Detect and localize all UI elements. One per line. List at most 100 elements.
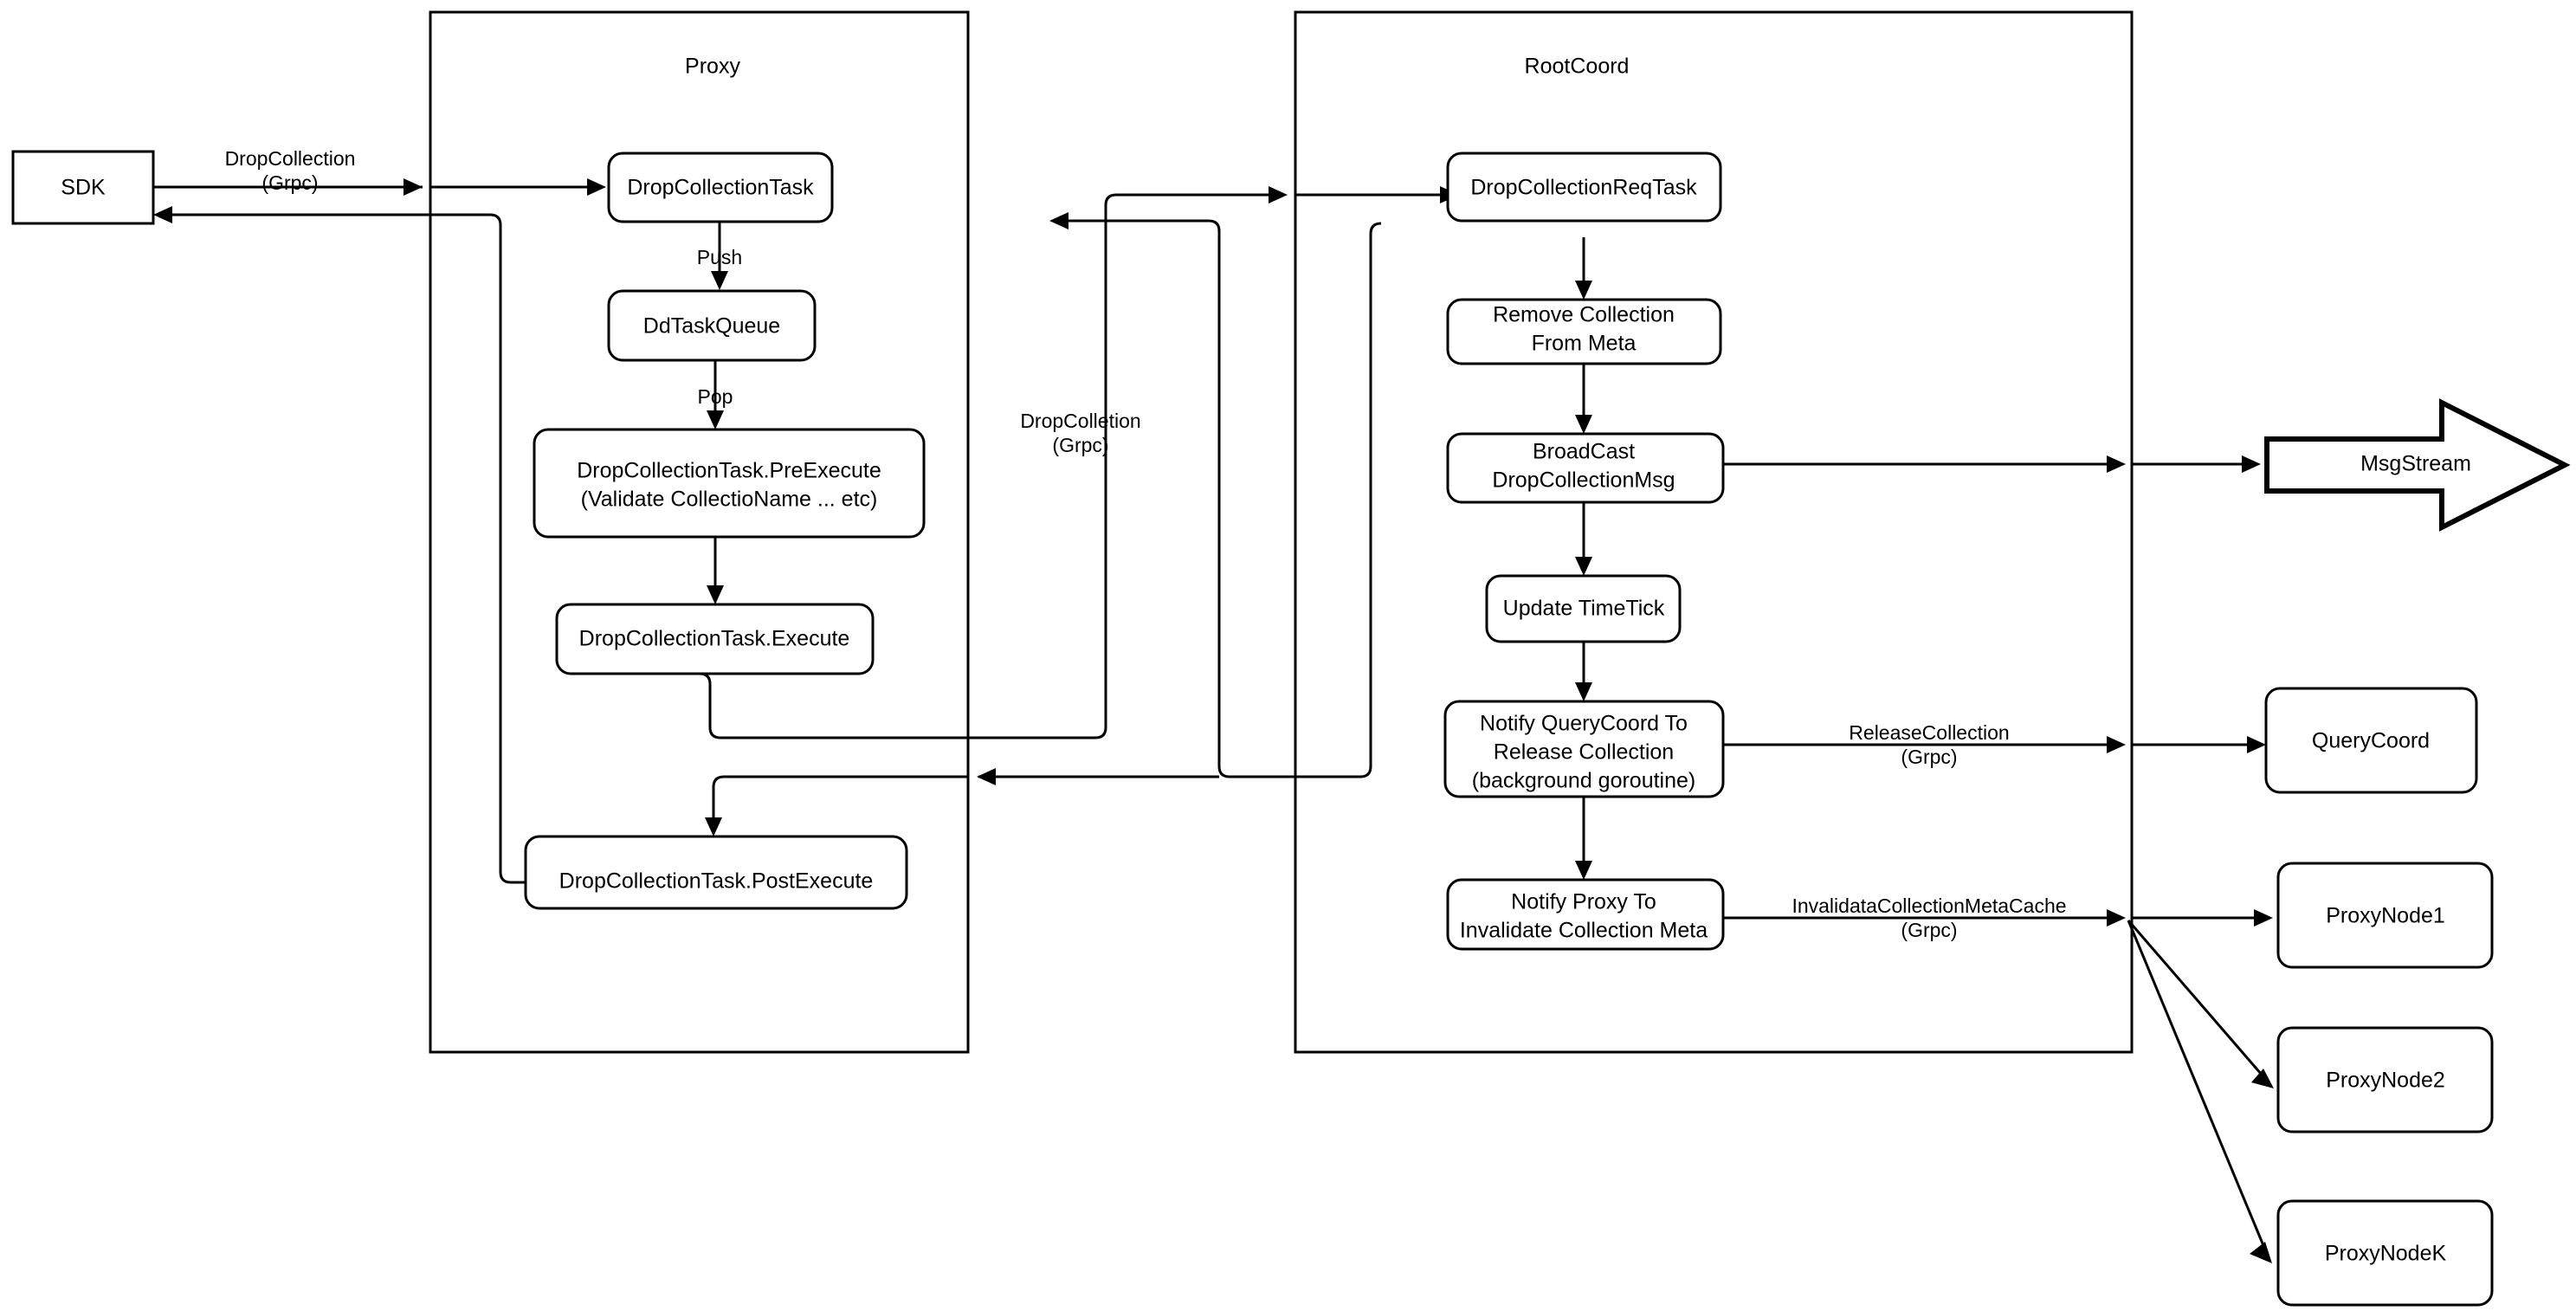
arrowhead-to-proxynode2 (2251, 1069, 2274, 1088)
notify-querycoord-box[interactable] (1443, 700, 1725, 798)
arrowhead-pop (707, 410, 724, 429)
arrowhead-to-drop-collection-task (587, 178, 606, 196)
edge-notifyquerycoord-to-notifyproxy (1575, 797, 1592, 880)
arrowhead-invalidate-to-boundary (2107, 909, 2126, 927)
edge-timetick-to-notifyquerycoord (1575, 642, 1592, 701)
broadcast-label-line2: DropCollectionMsg (1492, 468, 1675, 493)
proxynode2-label: ProxyNode2 (2326, 1069, 2445, 1093)
update-timetick-label: Update TimeTick (1503, 597, 1665, 621)
proxynodek-label: ProxyNodeK (2325, 1242, 2447, 1266)
arrowhead-sdk-to-proxy-boundary (404, 178, 423, 196)
arrowhead-to-msgstream (2242, 455, 2261, 473)
querycoord-box[interactable] (2264, 687, 2478, 794)
node-dd-task-queue[interactable]: DdTaskQueue (607, 289, 817, 362)
node-sdk[interactable]: SDK (11, 150, 155, 225)
proxynode1-box[interactable] (2276, 862, 2494, 969)
drop-collection-task-label: DropCollectionTask (627, 176, 814, 200)
querycoord-label: QueryCoord (2312, 729, 2430, 753)
proxynode1-label: ProxyNode1 (2326, 904, 2445, 928)
arrowhead-notifyquerycoord-to-notifyproxy (1575, 861, 1592, 880)
broadcast-box[interactable] (1446, 432, 1725, 504)
node-querycoord[interactable]: QueryCoord (2264, 687, 2478, 794)
edge-label-invalidatecache-line2: (Grpc) (1901, 919, 1957, 941)
edge-label-push: Push (697, 246, 742, 268)
edge-label-releasecollection-line2: (Grpc) (1901, 746, 1957, 768)
execute-box[interactable] (555, 603, 875, 675)
node-broadcast-dropcollectionmsg[interactable]: BroadCast DropCollectionMsg (1446, 432, 1725, 504)
broadcast-label-line1: BroadCast (1533, 440, 1635, 464)
edge-notifyquerycoord-to-querycoord: ReleaseCollection (Grpc) (1723, 721, 2266, 768)
arrowhead-reqtask-to-removemeta (1575, 281, 1592, 300)
node-execute[interactable]: DropCollectionTask.Execute (555, 603, 875, 675)
node-remove-collection-from-meta[interactable]: Remove Collection From Meta (1446, 298, 1722, 365)
node-notify-proxy[interactable]: Notify Proxy To Invalidate Collection Me… (1446, 878, 1725, 951)
notify-querycoord-label-line1: Notify QueryCoord To (1480, 712, 1688, 736)
edge-broadcast-to-msgstream (1723, 455, 2261, 473)
edge-label-releasecollection-line1: ReleaseCollection (1849, 721, 2009, 744)
notify-proxy-box[interactable] (1446, 878, 1725, 951)
arrowhead-push (711, 271, 728, 290)
edge-label-dropcollection-grpc-line1: DropCollection (225, 147, 356, 170)
proxynodek-box[interactable] (2276, 1199, 2494, 1307)
edge-broadcast-to-timetick (1575, 502, 1592, 576)
node-post-execute[interactable]: DropCollectionTask.PostExecute (524, 835, 908, 910)
notify-proxy-label-line1: Notify Proxy To (1511, 890, 1656, 914)
node-drop-collection-task[interactable]: DropCollectionTask (607, 152, 834, 223)
remove-meta-label-line2: From Meta (1532, 332, 1637, 356)
rootcoord-container-title: RootCoord (1525, 55, 1630, 79)
notify-querycoord-label-line2: Release Collection (1494, 740, 1674, 765)
arrowhead-to-sdk (153, 206, 172, 223)
sdk-box[interactable] (11, 150, 155, 225)
arrowhead-timetick-to-notifyquerycoord (1575, 682, 1592, 701)
edge-push: Push (697, 222, 742, 290)
edge-label-pop: Pop (698, 385, 733, 408)
edge-notifyproxy-to-proxynodes: InvalidataCollectionMetaCache (Grpc) (1723, 894, 2274, 1263)
pre-execute-box[interactable] (533, 428, 926, 539)
arrowhead-execute-to-rootcoord-boundary (1269, 186, 1288, 203)
edge-label-dropcolletion-grpc-line1: DropColletion (1020, 410, 1140, 432)
edge-pop: Pop (698, 360, 733, 429)
remove-meta-label-line1: Remove Collection (1493, 303, 1675, 327)
arrowhead-to-proxynode1 (2254, 909, 2273, 927)
msgstream-arrow-shape[interactable] (2264, 398, 2571, 532)
pre-execute-label-line1: DropCollectionTask.PreExecute (577, 459, 881, 483)
arrowhead-to-post-execute (705, 817, 722, 836)
pre-execute-label-line2: (Validate CollectioName ... etc) (581, 488, 878, 512)
node-proxynode1[interactable]: ProxyNode1 (2276, 862, 2494, 969)
arrowhead-preexecute-to-execute (707, 585, 724, 604)
node-update-timetick[interactable]: Update TimeTick (1485, 574, 1682, 643)
proxy-container-title: Proxy (685, 55, 740, 79)
sdk-label: SDK (61, 176, 106, 200)
proxynode2-box[interactable] (2276, 1026, 2494, 1133)
update-timetick-box[interactable] (1485, 574, 1682, 643)
arrowhead-releasecollection-to-boundary (2107, 736, 2126, 753)
edge-label-dropcolletion-grpc-line2: (Grpc) (1052, 434, 1108, 456)
arrowhead-broadcast-to-timetick (1575, 557, 1592, 576)
dd-task-queue-box[interactable] (607, 289, 817, 362)
arrowhead-to-proxynodek (2250, 1242, 2272, 1263)
node-pre-execute[interactable]: DropCollectionTask.PreExecute (Validate … (533, 428, 926, 539)
arrowhead-broadcast-to-boundary (2107, 455, 2126, 473)
edge-label-invalidatecache-line1: InvalidataCollectionMetaCache (1792, 894, 2066, 917)
remove-collection-from-meta-box[interactable] (1446, 298, 1722, 365)
node-proxynode2[interactable]: ProxyNode2 (2276, 1026, 2494, 1133)
edge-removemeta-to-broadcast (1575, 364, 1592, 434)
edge-rootcoord-to-postexecute (705, 212, 1382, 836)
req-task-box[interactable] (1446, 152, 1722, 223)
node-req-task[interactable]: DropCollectionReqTask (1446, 152, 1722, 223)
execute-label: DropCollectionTask.Execute (579, 627, 850, 651)
arrowhead-to-querycoord (2247, 736, 2266, 753)
arrowhead-removemeta-to-broadcast (1575, 415, 1592, 434)
edge-preexecute-to-execute (707, 537, 724, 604)
node-msgstream[interactable]: MsgStream (2264, 398, 2571, 532)
node-notify-querycoord[interactable]: Notify QueryCoord To Release Collection … (1443, 700, 1725, 798)
req-task-label: DropCollectionReqTask (1470, 176, 1697, 200)
post-execute-box[interactable] (524, 835, 908, 910)
arrowhead-rootcoord-response (1049, 212, 1068, 229)
arrowhead-into-proxy-boundary (977, 768, 996, 785)
node-proxynodek[interactable]: ProxyNodeK (2276, 1199, 2494, 1307)
drop-collection-task-box[interactable] (607, 152, 834, 223)
msgstream-label: MsgStream (2360, 452, 2471, 476)
